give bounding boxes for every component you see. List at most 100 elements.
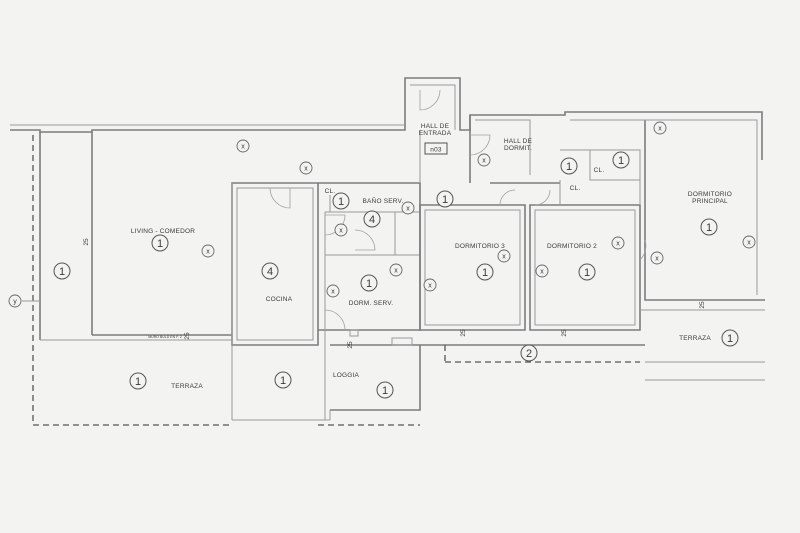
circle-num-dorm2: 1 xyxy=(578,263,596,281)
svg-text:1: 1 xyxy=(618,155,624,167)
circle-num-dorm-serv: 1 xyxy=(360,274,378,292)
point-dorm-serv-marker: x xyxy=(389,263,403,277)
svg-text:1: 1 xyxy=(366,278,372,290)
point-living-right-marker: x xyxy=(201,244,215,258)
point-living-top-marker: x xyxy=(236,139,250,153)
axis-y-label: y xyxy=(13,299,17,306)
point-dorm2-right-marker: x xyxy=(611,236,625,250)
circle-num-bano: 4 xyxy=(363,210,381,228)
point-markers: x x x x x x x x x x x x x x x xyxy=(201,121,756,298)
closet-principal-2-label: CL. xyxy=(570,185,581,192)
dimension-loggia: 25 xyxy=(347,341,354,349)
circle-num-closet-p2: 1 xyxy=(612,151,630,169)
room-labels: HALL DE ENTRADA n03 HALL DE DORMIT. LIVI… xyxy=(131,123,732,390)
svg-text:x: x xyxy=(206,249,210,256)
circle-num-exterior-left: 1 xyxy=(53,262,71,280)
svg-text:1: 1 xyxy=(59,266,65,278)
svg-text:1: 1 xyxy=(338,196,344,208)
svg-text:x: x xyxy=(655,256,659,263)
hall-dormit-label-2: DORMIT. xyxy=(504,145,532,152)
exterior-boundary xyxy=(32,135,640,426)
point-principal-right-marker: x xyxy=(742,235,756,249)
circle-num-principal: 1 xyxy=(700,218,718,236)
terraza-left-label: TERRAZA xyxy=(171,383,203,390)
dimension-living: 25 xyxy=(83,238,90,246)
point-cocina-right-marker: x xyxy=(326,284,340,298)
svg-text:1: 1 xyxy=(382,385,388,397)
unit-code: n03 xyxy=(430,147,442,154)
dormitorio-2-label: DORMITORIO 2 xyxy=(547,243,597,250)
dormitorio-3-label: DORMITORIO 3 xyxy=(455,243,505,250)
point-dorm3-right-marker: x xyxy=(497,249,511,263)
dimension-principal: 25 xyxy=(699,301,706,309)
svg-text:x: x xyxy=(482,158,486,165)
point-dorm2-left-marker: x xyxy=(535,264,549,278)
circle-num-loggia-left: 1 xyxy=(274,371,292,389)
circle-num-closet-cocina: 1 xyxy=(332,192,350,210)
dimension-cocina: 25 xyxy=(184,332,191,340)
svg-text:2: 2 xyxy=(526,348,532,360)
dimension-dorm3: 25 xyxy=(460,329,467,337)
point-cocina-top-marker: x xyxy=(299,161,313,175)
cocina-label: COCINA xyxy=(266,296,293,303)
dimensions: 25 25 25 25 25 25 xyxy=(83,238,706,349)
axis-y-marker: y xyxy=(8,294,40,308)
circle-num-living: 1 xyxy=(151,234,169,252)
dormitorio-principal-label-1: DORMITORIO xyxy=(688,191,732,198)
point-principal-top-marker: x xyxy=(653,121,667,135)
svg-text:4: 4 xyxy=(369,214,375,226)
unit-code-box xyxy=(424,142,448,155)
svg-text:1: 1 xyxy=(280,375,286,387)
living-comedor-label: LIVING - COMEDOR xyxy=(131,228,195,235)
wall-note: MURO BULD EN F. 2 xyxy=(148,335,182,339)
svg-text:x: x xyxy=(540,269,544,276)
circle-num-cocina: 4 xyxy=(261,262,279,280)
svg-text:1: 1 xyxy=(157,238,163,250)
dorm-serv-label: DORM. SERV. xyxy=(349,300,393,307)
circle-num-balcony: 2 xyxy=(520,344,538,362)
svg-text:x: x xyxy=(406,206,410,213)
circle-num-hall: 1 xyxy=(436,190,454,208)
svg-text:1: 1 xyxy=(482,267,488,279)
closet-principal-1-label: CL. xyxy=(594,167,605,174)
svg-text:1: 1 xyxy=(135,376,141,388)
circle-num-closet-p1: 1 xyxy=(560,157,578,175)
circle-num-terraza-right: 1 xyxy=(721,329,739,347)
point-principal-left-marker: x xyxy=(650,251,664,265)
circled-numbers: 1 1 4 4 1 1 1 1 1 1 1 1 1 1 1 1 2 xyxy=(53,151,739,399)
circle-num-loggia-right: 1 xyxy=(376,381,394,399)
hall-dormit-label-1: HALL DE xyxy=(504,138,533,145)
svg-text:1: 1 xyxy=(727,333,733,345)
terraza-right-label: TERRAZA xyxy=(679,335,711,342)
circle-num-terraza-left: 1 xyxy=(129,372,147,390)
svg-text:x: x xyxy=(304,166,308,173)
point-hall-dormit-marker: x xyxy=(477,153,491,167)
dormitorio-principal-label-2: PRINCIPAL xyxy=(692,198,728,205)
svg-text:x: x xyxy=(616,241,620,248)
svg-text:x: x xyxy=(658,126,662,133)
loggia-label: LOGGIA xyxy=(333,372,360,379)
svg-text:1: 1 xyxy=(706,222,712,234)
svg-text:x: x xyxy=(339,228,343,235)
point-bano-right-marker: x xyxy=(401,201,415,215)
dimension-dorm2: 25 xyxy=(561,329,568,337)
circle-num-dorm3: 1 xyxy=(476,263,494,281)
svg-text:4: 4 xyxy=(267,266,273,278)
svg-text:x: x xyxy=(394,268,398,275)
svg-text:x: x xyxy=(747,240,751,247)
bano-serv-label: BAÑO SERV. xyxy=(362,196,403,205)
svg-text:1: 1 xyxy=(584,267,590,279)
svg-text:x: x xyxy=(428,283,432,290)
svg-text:x: x xyxy=(241,144,245,151)
svg-text:1: 1 xyxy=(566,161,572,173)
svg-text:x: x xyxy=(331,289,335,296)
walls xyxy=(10,77,765,421)
hall-entrada-label-2: ENTRADA xyxy=(419,130,452,137)
svg-text:x: x xyxy=(502,254,506,261)
point-dorm3-left-marker: x xyxy=(423,278,437,292)
closet-cocina-label: CL. xyxy=(325,188,336,195)
svg-text:1: 1 xyxy=(442,194,448,206)
door-swings xyxy=(269,89,647,331)
hall-entrada-label-1: HALL DE xyxy=(421,123,450,130)
